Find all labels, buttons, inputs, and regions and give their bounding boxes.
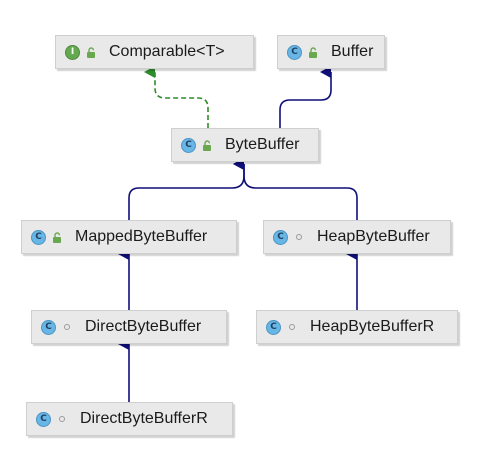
- class-icon: C: [266, 319, 281, 335]
- package-private-dot-icon: [60, 324, 74, 330]
- node-direct-byte-buffer[interactable]: C DirectByteBuffer: [31, 310, 227, 344]
- node-label: DirectByteBufferR: [80, 410, 208, 427]
- node-label: Buffer: [331, 43, 374, 60]
- node-comparable[interactable]: I Comparable<T>: [55, 35, 254, 69]
- node-heap-byte-buffer-r[interactable]: C HeapByteBufferR: [256, 310, 458, 344]
- public-lock-icon: [200, 139, 214, 151]
- class-icon: C: [273, 229, 288, 245]
- class-icon: C: [31, 229, 46, 245]
- node-heap-byte-buffer[interactable]: C HeapByteBuffer: [263, 220, 451, 254]
- node-label: HeapByteBuffer: [317, 228, 430, 245]
- node-buffer[interactable]: C Buffer: [277, 35, 385, 69]
- node-bytebuffer[interactable]: C ByteBuffer: [171, 128, 319, 162]
- class-icon: C: [287, 44, 302, 60]
- package-private-dot-icon: [292, 234, 306, 240]
- package-private-dot-icon: [55, 416, 69, 422]
- public-lock-icon: [50, 231, 64, 243]
- edge-mapped-extends-bytebuffer: [128, 158, 245, 220]
- node-label: HeapByteBufferR: [310, 318, 435, 335]
- edge-bytebuffer-implements-comparable: [144, 66, 209, 128]
- interface-icon: I: [65, 44, 80, 60]
- node-label: ByteBuffer: [225, 136, 300, 153]
- node-label: MappedByteBuffer: [75, 228, 208, 245]
- edge-heap-extends-bytebuffer: [233, 158, 358, 220]
- class-icon: C: [41, 319, 56, 335]
- class-icon: C: [36, 411, 51, 427]
- node-mapped-byte-buffer[interactable]: C MappedByteBuffer: [21, 220, 237, 254]
- class-icon: C: [181, 137, 196, 153]
- edge-bytebuffer-extends-buffer: [279, 66, 332, 128]
- node-direct-byte-buffer-r[interactable]: C DirectByteBufferR: [26, 402, 233, 436]
- node-label: Comparable<T>: [109, 43, 225, 60]
- package-private-dot-icon: [285, 324, 299, 330]
- node-label: DirectByteBuffer: [85, 318, 202, 335]
- public-lock-icon: [84, 46, 98, 58]
- public-lock-icon: [306, 46, 320, 58]
